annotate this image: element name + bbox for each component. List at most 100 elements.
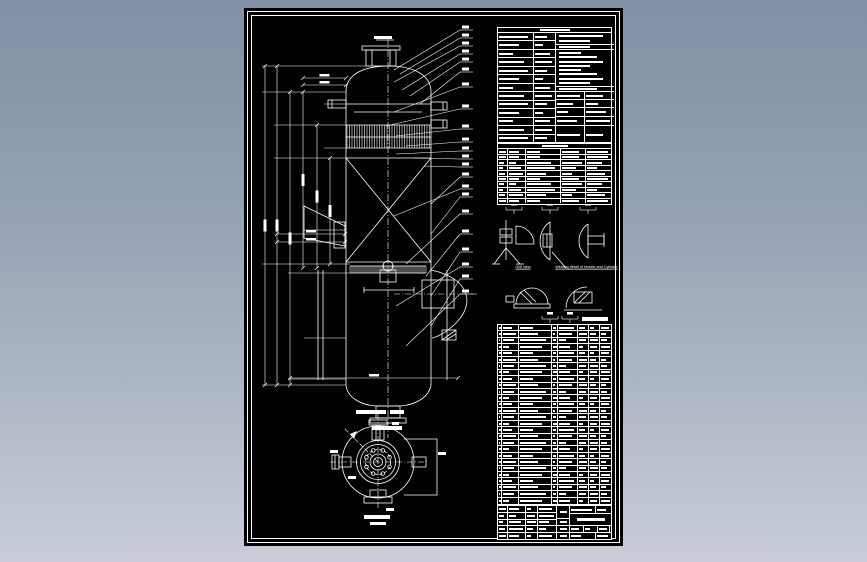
text-mark xyxy=(553,467,556,470)
table-cell xyxy=(534,41,555,48)
text-mark xyxy=(553,371,557,374)
text-mark xyxy=(578,409,588,412)
table-cell xyxy=(519,420,553,427)
text-mark xyxy=(519,492,547,495)
table-cell xyxy=(498,369,502,376)
table-cell xyxy=(498,382,502,388)
table-cell xyxy=(498,337,502,344)
table-cell xyxy=(596,533,611,539)
table-cell xyxy=(498,331,502,337)
technical-characteristics-table xyxy=(497,27,614,144)
table-cell xyxy=(558,433,578,440)
text-mark xyxy=(526,194,547,197)
text-mark xyxy=(571,508,592,511)
table-row xyxy=(498,171,611,177)
table-cell xyxy=(498,92,534,100)
text-mark xyxy=(558,416,567,419)
text-mark xyxy=(502,454,513,457)
text-mark xyxy=(601,333,606,336)
table-cell xyxy=(578,452,590,459)
text-mark xyxy=(519,403,533,406)
text-mark xyxy=(535,120,550,123)
table-cell xyxy=(578,382,590,388)
table-cell xyxy=(552,459,558,465)
text-mark xyxy=(561,150,580,153)
table-row xyxy=(556,92,614,100)
table-cell xyxy=(526,182,561,187)
header-cell xyxy=(526,149,561,154)
table-cell xyxy=(600,408,611,413)
table-cell xyxy=(578,388,590,395)
table-cell xyxy=(600,402,611,407)
table-cell xyxy=(589,478,601,484)
text-mark xyxy=(519,435,539,438)
text-mark xyxy=(586,94,603,97)
text-mark xyxy=(590,467,599,470)
text-mark xyxy=(526,188,555,191)
table-body xyxy=(498,33,614,144)
text-mark xyxy=(519,384,539,387)
table-cell xyxy=(578,497,590,504)
text-mark xyxy=(508,172,523,175)
text-mark xyxy=(502,499,510,502)
datum-arrow xyxy=(350,431,357,439)
table-cell xyxy=(578,376,590,382)
table-cell xyxy=(589,382,601,388)
text-mark xyxy=(502,480,513,483)
text-mark xyxy=(601,480,609,483)
text-mark xyxy=(553,422,557,425)
table-cell xyxy=(600,427,611,432)
text-mark xyxy=(553,480,557,483)
top-nozzle xyxy=(365,49,397,67)
table-row xyxy=(498,506,556,513)
text-mark xyxy=(499,345,501,348)
text-mark xyxy=(508,177,519,180)
tech-text-block xyxy=(556,33,614,44)
table-cell xyxy=(519,350,553,356)
table-cell xyxy=(508,506,526,512)
titleblock-signatures xyxy=(498,506,557,539)
text-mark xyxy=(502,403,513,406)
table-cell xyxy=(552,356,558,363)
text-mark xyxy=(499,103,528,106)
text-mark xyxy=(553,454,557,457)
table-cell xyxy=(589,356,601,363)
table-row xyxy=(498,126,555,135)
table-cell xyxy=(585,92,614,99)
table-cell xyxy=(558,471,578,478)
text-mark xyxy=(578,333,588,336)
table-cell xyxy=(585,108,614,116)
table-cell xyxy=(508,533,526,539)
table-cell xyxy=(557,533,569,539)
table-cell xyxy=(534,50,555,57)
text-mark xyxy=(601,441,608,444)
table-cell xyxy=(558,382,578,388)
header-cell xyxy=(498,149,508,154)
table-cell xyxy=(589,465,601,471)
text-mark xyxy=(578,492,587,495)
table-cell xyxy=(534,126,555,133)
table-cell xyxy=(578,408,590,414)
manhole-section xyxy=(430,269,468,339)
text-mark xyxy=(601,371,611,374)
text-mark xyxy=(502,390,514,393)
bottom-head xyxy=(345,384,432,407)
text-mark xyxy=(539,507,552,510)
text-mark xyxy=(590,499,598,502)
text-mark xyxy=(540,29,570,31)
table-cell xyxy=(502,465,519,471)
text-mark xyxy=(553,403,557,406)
text-mark xyxy=(601,467,608,470)
table-row xyxy=(498,356,611,364)
table-cell xyxy=(502,408,519,414)
text-mark xyxy=(499,492,501,495)
table-row xyxy=(498,117,555,127)
table-cell xyxy=(526,506,538,512)
text-mark xyxy=(587,199,608,202)
table-cell xyxy=(600,440,611,445)
text-mark xyxy=(590,448,598,451)
text-mark xyxy=(527,528,534,531)
table-row xyxy=(498,369,611,377)
text-mark xyxy=(558,390,567,393)
text-mark xyxy=(508,150,519,153)
